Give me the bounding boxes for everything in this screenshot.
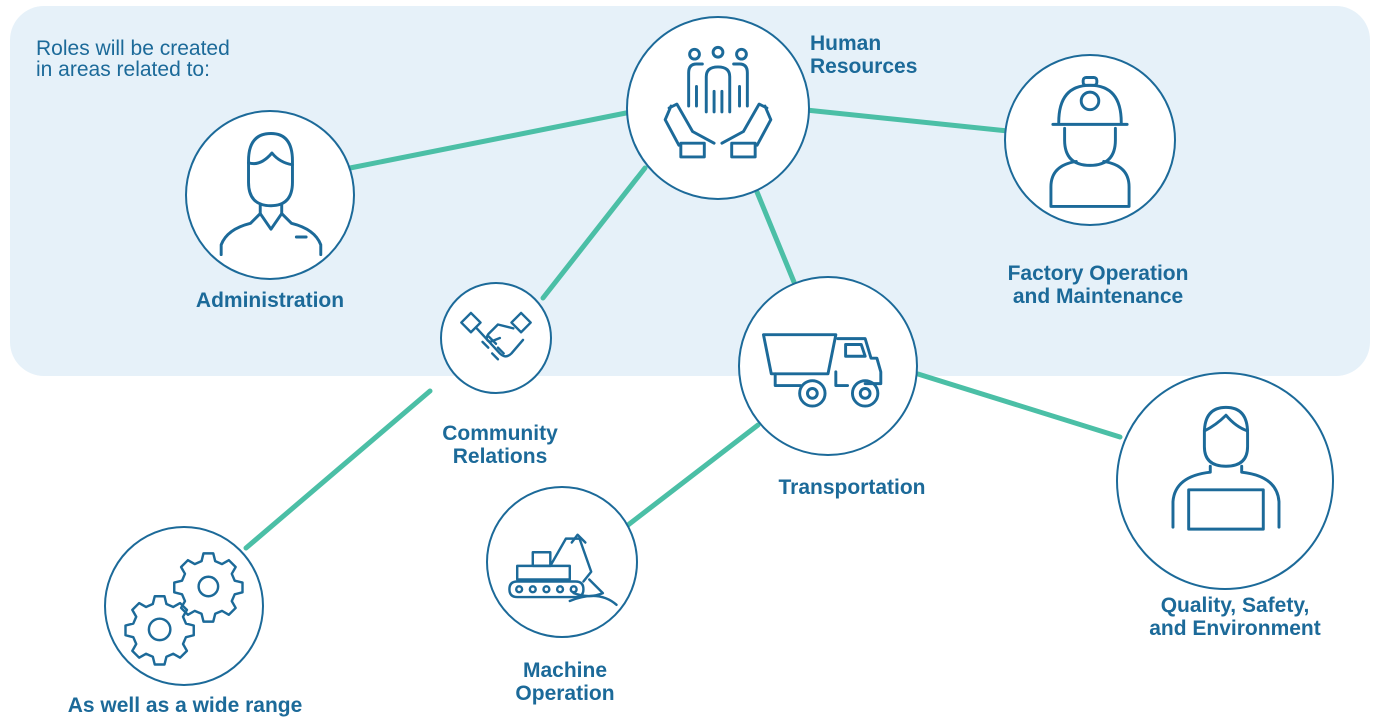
gears-icon — [124, 552, 244, 666]
factory-node — [1004, 54, 1176, 226]
machine-operation-label-line-2: Operation — [515, 682, 615, 705]
connector-community-other — [243, 388, 433, 551]
intro-text: Roles will be created in areas related t… — [36, 38, 336, 80]
human-resources-label-line-1: Human — [810, 32, 882, 55]
administration-label: Administration — [175, 289, 365, 312]
connector-transportation-machine — [625, 422, 761, 528]
factory-label: Factory Operation and Maintenance — [970, 262, 1226, 308]
factory-label-line-1: Factory Operation — [1007, 262, 1189, 285]
connector-hr-transportation — [754, 189, 797, 285]
handshake-icon — [460, 311, 532, 361]
machine-operation-node — [486, 486, 638, 638]
community-relations-label: Community Relations — [405, 422, 595, 468]
people-in-hands-icon — [663, 45, 773, 159]
other-roles-node — [104, 526, 264, 686]
quality-safety-label: Quality, Safety, and Environment — [1110, 594, 1360, 640]
human-resources-label-line-2: Resources — [810, 55, 918, 78]
transportation-label: Transportation — [742, 476, 962, 499]
community-relations-node — [440, 282, 552, 394]
community-relations-label-line-1: Community — [442, 422, 558, 445]
quality-safety-label-line-1: Quality, Safety, — [1160, 594, 1310, 617]
excavator-icon — [508, 533, 618, 607]
intro-line-1: Roles will be created — [36, 37, 230, 60]
administration-label-text: Administration — [195, 289, 345, 312]
human-resources-label: Human Resources — [810, 32, 917, 78]
human-resources-node — [626, 16, 810, 200]
connector-transportation-quality — [915, 371, 1123, 440]
administration-node — [185, 110, 355, 280]
office-worker-icon — [219, 132, 323, 257]
person-at-laptop-icon — [1171, 405, 1281, 531]
machine-operation-label: Machine Operation — [465, 659, 665, 705]
transportation-node — [738, 276, 918, 456]
quality-safety-label-line-2: and Environment — [1149, 617, 1321, 640]
connector-hr-factory — [803, 107, 1011, 134]
other-roles-label-text: As well as a wide range — [67, 694, 303, 717]
connector-hr-administration — [347, 110, 629, 171]
factory-label-line-2: and Maintenance — [1012, 285, 1184, 308]
hard-hat-worker-icon — [1049, 76, 1131, 208]
dump-truck-icon — [762, 333, 883, 408]
other-roles-label: As well as a wide range — [20, 694, 350, 717]
quality-safety-node — [1116, 372, 1334, 590]
machine-operation-label-line-1: Machine — [522, 659, 608, 682]
connector-hr-community — [540, 165, 648, 301]
transportation-label-text: Transportation — [778, 476, 926, 499]
intro-line-2: in areas related to: — [36, 58, 210, 81]
community-relations-label-line-2: Relations — [452, 445, 548, 468]
